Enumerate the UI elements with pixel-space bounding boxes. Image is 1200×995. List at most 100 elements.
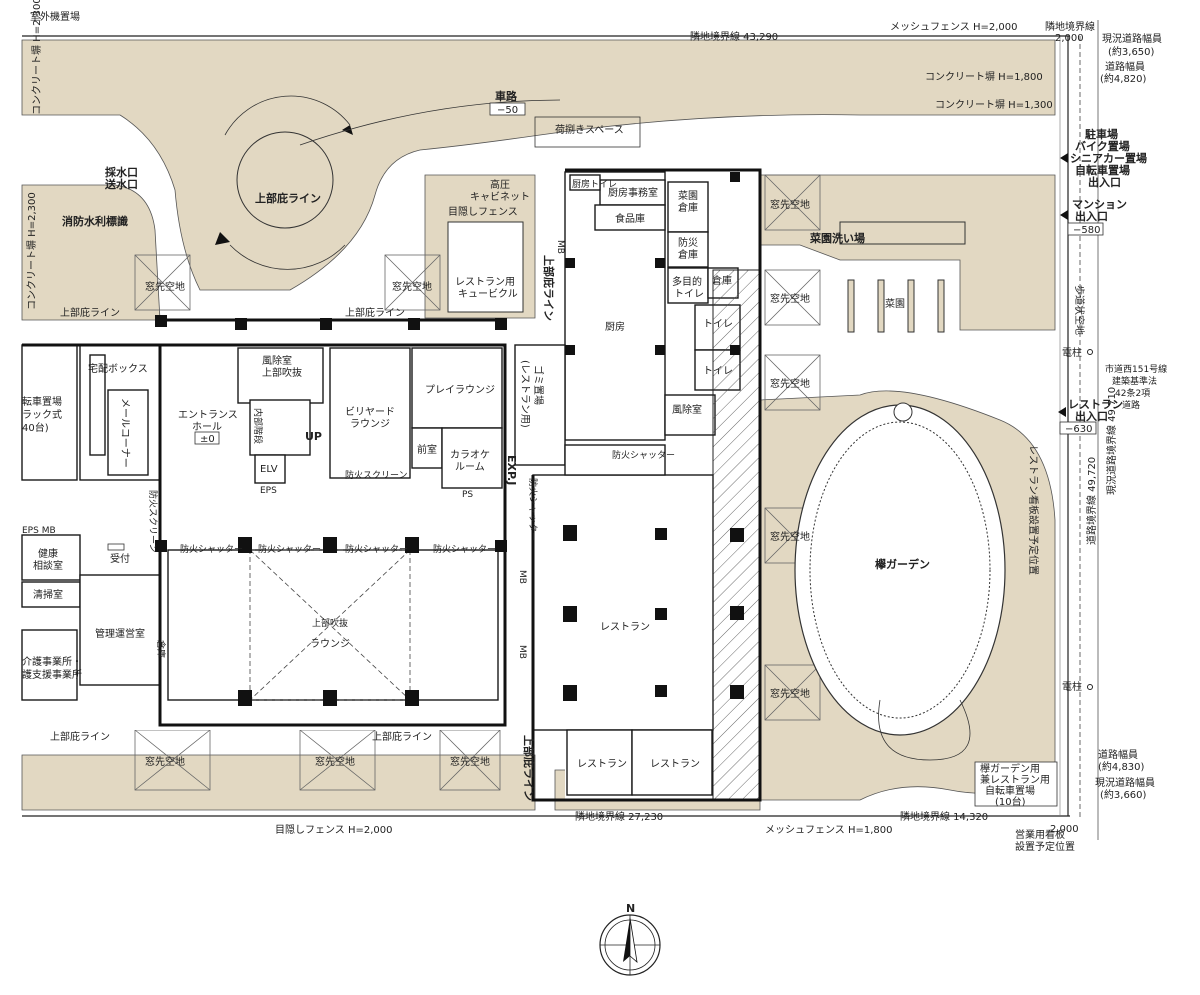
restaurant-label: レストラン bbox=[600, 621, 650, 633]
restaurant-entrance-label: レストラン bbox=[1068, 398, 1123, 411]
restaurant-cubicle-label2: キュービクル bbox=[458, 288, 518, 300]
column bbox=[655, 528, 667, 540]
kitchen-label: 厨房 bbox=[605, 320, 625, 333]
columns bbox=[155, 172, 744, 706]
mansion-level: −580 bbox=[1073, 225, 1100, 236]
column bbox=[320, 318, 332, 330]
eave-line-label: 上部庇ライン bbox=[345, 306, 405, 319]
column bbox=[323, 690, 337, 706]
window-space-label: 窓先空地 bbox=[315, 755, 355, 768]
restaurant-small1-label: レストラン bbox=[577, 758, 627, 770]
mb-label: MB bbox=[517, 645, 527, 659]
vegetable-garden-plots bbox=[839, 221, 966, 333]
eave-line-label: 上部庇ライン bbox=[60, 306, 120, 319]
mansion-entrance-label: マンション bbox=[1072, 198, 1127, 211]
toilet-label: トイレ bbox=[703, 319, 733, 330]
concrete-wall-left: コンクリート塀 H=2,300 bbox=[31, 0, 43, 115]
column bbox=[408, 318, 420, 330]
window-space-label: 窓先空地 bbox=[145, 280, 185, 293]
delivery-box-label: 宅配ボックス bbox=[88, 362, 148, 375]
dim-2000-top: 2,000 bbox=[1055, 33, 1084, 44]
management-label: 管理運営室 bbox=[95, 627, 145, 640]
kitchen-toilet-label: 厨房トイレ bbox=[572, 178, 617, 190]
front-room-label: 前室 bbox=[417, 443, 437, 456]
upper-atrium2-label: 上部吹抜 bbox=[312, 617, 348, 629]
cleaning-label: 清掃室 bbox=[33, 588, 63, 601]
mesh-fence-bottom-label: メッシュフェンス H=1,800 bbox=[765, 825, 893, 836]
column bbox=[405, 537, 419, 553]
sales-sign-label2: 設置予定位置 bbox=[1015, 840, 1075, 853]
road-width-value: (約3,650) bbox=[1108, 45, 1155, 58]
window-space-label: 窓先空地 bbox=[770, 292, 810, 305]
upper-atrium-label: 上部吹抜 bbox=[262, 366, 302, 379]
window-space-label: 窓先空地 bbox=[392, 280, 432, 293]
utility-pole-label2: 電柱 bbox=[1062, 680, 1082, 693]
window-space-label: 窓先空地 bbox=[450, 755, 490, 768]
mail-corner-label: メールコーナー bbox=[119, 398, 131, 468]
water-outlet-label: 送水口 bbox=[104, 177, 138, 191]
column bbox=[655, 685, 667, 697]
hv-cabinet-label: 高圧 bbox=[490, 178, 510, 191]
storage-label: 倉庫 bbox=[712, 274, 732, 287]
garden-wash-label: 菜園洗い場 bbox=[809, 231, 865, 245]
current-road-boundary-label: 現況道路境界線 49,710 bbox=[1105, 387, 1118, 495]
disaster-storage-label2: 倉庫 bbox=[678, 248, 698, 261]
fire-shutter-label: 防火シャッター bbox=[180, 543, 243, 555]
north-compass: N bbox=[599, 902, 661, 976]
current-width-bottom-value: (約3,660) bbox=[1100, 788, 1147, 801]
dim-2000-bottom: 2,000 bbox=[1050, 824, 1079, 835]
senior-car-label: シニアカー置場 bbox=[1070, 151, 1147, 165]
care-office-label: 介護事業所・ bbox=[22, 655, 82, 668]
restaurant-entrance-label2: 出入口 bbox=[1075, 409, 1108, 423]
column bbox=[730, 172, 740, 182]
screen-fence-bottom-label: 目隠しフェンス H=2,000 bbox=[275, 824, 393, 836]
road-width-label2: 道路幅員 bbox=[1105, 60, 1145, 73]
column bbox=[155, 315, 167, 327]
play-lounge-label: プレイラウンジ bbox=[425, 384, 495, 396]
fire-shutter-label: 防火シャッター bbox=[612, 449, 675, 461]
bicycle-parking-label: 自転車置場 bbox=[1075, 163, 1130, 177]
garbage-label: ゴミ置場 bbox=[532, 365, 545, 405]
column bbox=[730, 528, 744, 542]
level-zero: ±0 bbox=[200, 434, 215, 445]
window-space-label: 窓先空地 bbox=[770, 377, 810, 390]
debris-space-label: 荷捌きスペース bbox=[555, 123, 624, 136]
city-road-label: 市道西151号線 bbox=[1105, 363, 1167, 375]
inner-stairs-label: 内部階段 bbox=[252, 408, 264, 444]
column bbox=[655, 258, 665, 268]
keyaki-garden bbox=[794, 402, 1006, 761]
restaurant-level: −630 bbox=[1065, 424, 1092, 435]
column bbox=[323, 537, 337, 553]
rack-label: ラック式 bbox=[22, 408, 62, 421]
mb-label: MB bbox=[555, 240, 565, 254]
lounge-label: ラウンジ bbox=[310, 638, 350, 650]
column bbox=[405, 690, 419, 706]
labels-bottom: 目隠しフェンス H=2,000 隣地境界線 27,230 メッシュフェンス H=… bbox=[50, 730, 1079, 836]
fire-shutter-label: 防火シャッター bbox=[433, 543, 496, 555]
driveway-level: −50 bbox=[497, 105, 518, 116]
current-width-bottom-label: 現況道路幅員 bbox=[1095, 776, 1155, 789]
road-width-label: 現況道路幅員 bbox=[1102, 32, 1162, 45]
screen-fence-label: 目隠しフェンス bbox=[448, 206, 518, 218]
care-support-label: 護支援事業所 bbox=[22, 668, 82, 681]
column bbox=[238, 690, 252, 706]
multipurpose-toilet-label: 多目的 bbox=[672, 275, 702, 288]
billiard-label: ビリヤード bbox=[345, 406, 395, 418]
health-room-label: 健康 bbox=[38, 547, 58, 560]
exp-j-label: EXP.J bbox=[505, 455, 518, 485]
column bbox=[655, 345, 665, 355]
concrete-wall-1800: コンクリート塀 H=1,800 bbox=[925, 71, 1043, 83]
water-intake-label: 採水口 bbox=[105, 165, 138, 179]
fire-water-sign-label: 消防水利標識 bbox=[62, 214, 128, 228]
reception-label: 受付 bbox=[110, 552, 130, 565]
column bbox=[563, 606, 577, 622]
sales-sign-label1: 営業用看板 bbox=[1015, 828, 1065, 841]
health-room-label2: 相談室 bbox=[33, 559, 63, 572]
road-width-value2: (約4,820) bbox=[1100, 72, 1147, 85]
garbage-label2: (レストラン用) bbox=[519, 360, 531, 428]
bike-parking-left-label: 転車置場 bbox=[22, 395, 62, 408]
outdoor-unit-label: 室外機置場 bbox=[30, 10, 80, 23]
wind-room-label: 風除室 bbox=[262, 354, 292, 367]
column bbox=[730, 606, 744, 620]
